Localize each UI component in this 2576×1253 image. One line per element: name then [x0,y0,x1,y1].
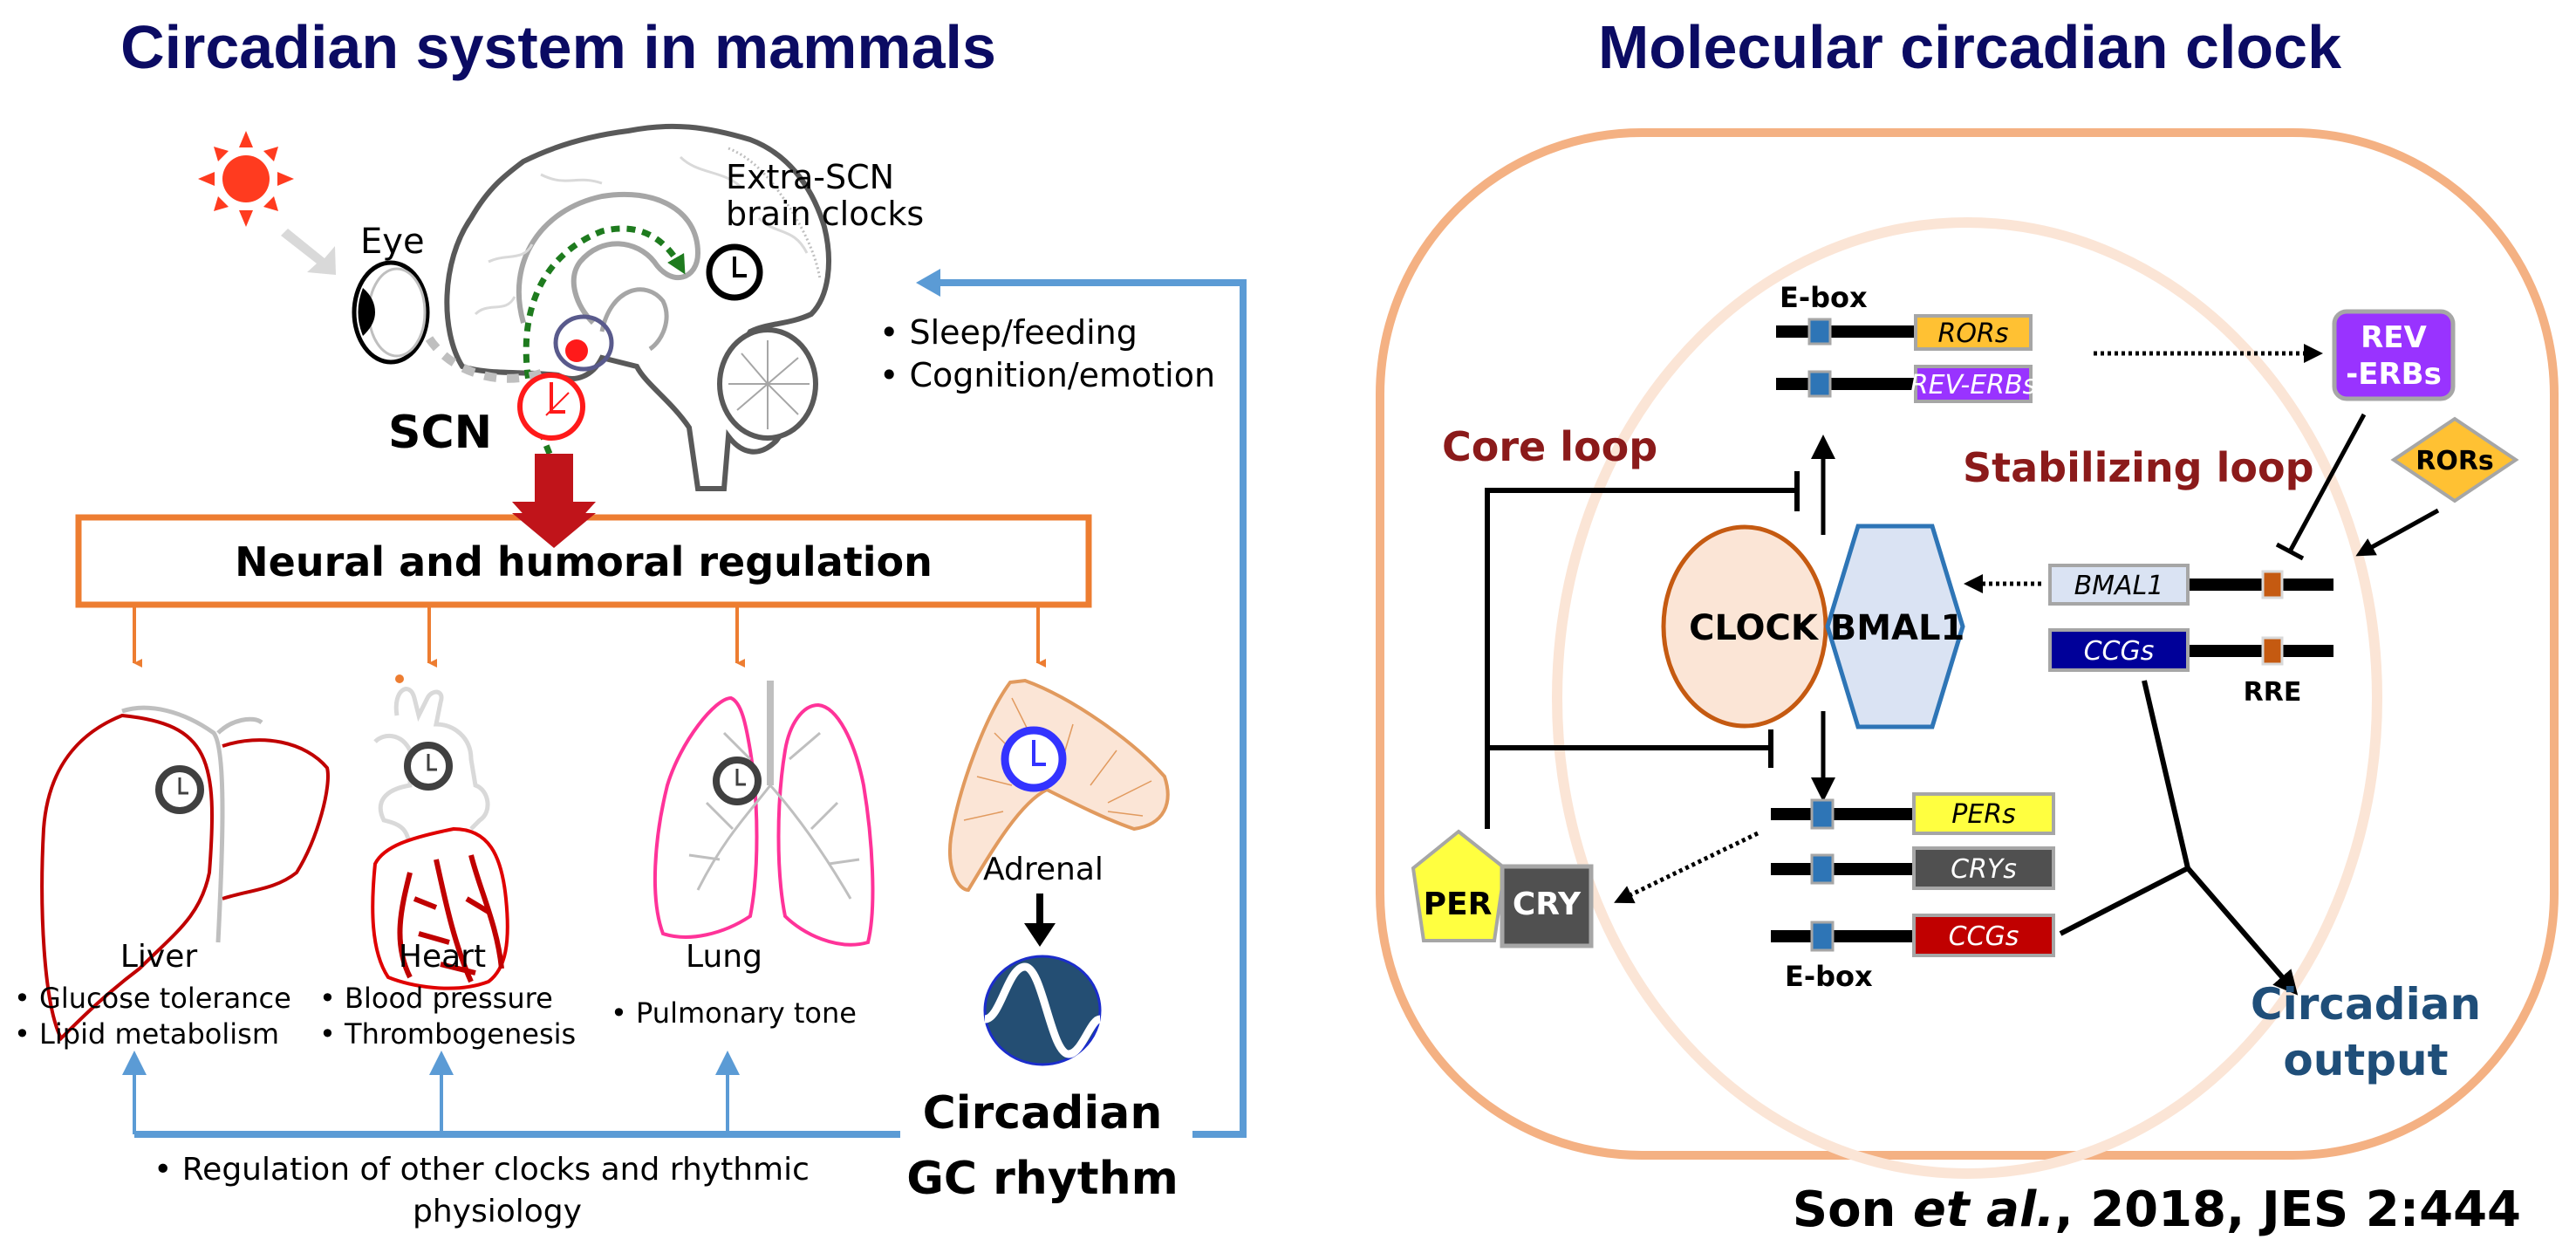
sun-icon [198,131,294,227]
gene-label: BMAL1 [2074,571,2164,601]
adrenal-icon [948,678,1170,893]
output-label-line1: Circadian [2251,979,2481,1030]
gene-pers: PERs [1771,792,2055,835]
per-protein-label: PER [1424,887,1493,922]
cry-protein [1500,864,1594,948]
core-loop-label: Core loop [1442,423,1657,470]
nucleus-membrane [1552,217,2382,1179]
citation-rest: , 2018, JES 2:444 [2054,1181,2521,1238]
feedback-note-line2: physiology [413,1194,582,1229]
heart-clock-icon [404,742,453,791]
feedback-arrows [133,279,1247,1138]
stabilizing-loop-label: Stabilizing loop [1963,444,2314,491]
liver-icon [40,705,330,1042]
cry-protein-label: CRY [1513,887,1582,922]
heart-function-2: • Thrombogenesis [319,1017,576,1051]
lung-clock-icon [713,757,762,805]
gc-rhythm-icon [983,955,1102,1066]
repression-bar [2275,542,2305,561]
feedback-note-line1: • Regulation of other clocks and rhythmi… [154,1152,810,1188]
heart-icon [371,674,509,990]
extra-scn-label-line1: Extra-SCN [726,158,894,196]
regulation-box-label: Neural and humoral regulation [235,538,933,585]
extra-scn-arrow [523,225,686,455]
scn-region-ring [553,314,614,372]
right-panel-title: Molecular circadian clock [1598,13,2341,81]
cell-membrane [1376,128,2559,1160]
gene-label: CCGs [2084,636,2155,667]
rors-protein-label: RORs [2415,446,2494,476]
adrenal-down-arrow [1024,894,1056,947]
eye-icon [352,260,430,365]
rev-erbs-protein-line2: -ERBs [2346,357,2442,392]
left-panel-title: Circadian system in mammals [120,13,996,81]
gene-label: REV-ERBs [1910,370,2037,401]
core-loop-repression [1485,471,1800,829]
rors-activation [2355,508,2440,557]
brain-icon [444,123,831,491]
citation: Son et al., 2018, JES 2:444 [1793,1181,2521,1238]
per-protein [1411,829,1507,942]
brain-output-1: • Sleep/feeding [879,313,1138,352]
gene-label: CRYs [1951,854,2017,885]
gc-rhythm-label-line2: GC rhythm [906,1153,1179,1205]
gene-rors: RORs [1776,314,2033,351]
rors-protein [2390,416,2519,503]
lung-function-1: • Pulmonary tone [611,996,857,1030]
organ-name-heart: Heart [399,939,486,975]
scn-label: SCN [388,407,492,459]
gc-rhythm-label-line1: Circadian [923,1087,1163,1140]
lung-icon [653,681,875,947]
heart-function-1: • Blood pressure [319,982,553,1015]
extra-scn-label-line2: brain clocks [726,195,924,233]
retinal-tract [425,336,550,383]
bmal1-protein [1825,524,1965,729]
ebox-top-label: E-box [1780,281,1868,314]
rev-erbs-protein [2332,309,2456,401]
gene-ccgs-ebox: CCGs [1771,914,2055,957]
gene-rev-erbs: REV-ERBs [1776,365,2037,403]
citation-author: Son [1793,1181,1913,1238]
feedback-arrowheads [122,269,940,1075]
liver-clock-icon [155,765,204,814]
organ-name-lung: Lung [686,939,762,975]
gene-label: RORs [1938,318,2009,349]
output-label-line2: output [2283,1035,2448,1085]
adrenal-clock-icon [1001,726,1067,792]
brain-clock-icon [706,243,763,301]
gene-ccgs-rre: CCGs [2048,628,2333,672]
output-arrows [2059,680,2299,996]
light-arrow-icon [281,229,336,275]
rre-label: RRE [2244,677,2302,708]
scn-clock-icon [517,373,585,441]
gene-label: CCGs [1949,921,2019,952]
rev-erbs-protein-line1: REV [2361,320,2427,355]
rev-erbs-repression [2287,413,2367,553]
regulation-arrows [133,607,1046,668]
gene-crys: CRYs [1771,846,2055,890]
scn-dot [565,339,588,362]
gene-bmal1: BMAL1 [2048,564,2333,606]
brain-output-2: • Cognition/emotion [879,356,1215,394]
organ-name-liver: Liver [120,939,198,975]
eye-label: Eye [360,222,425,262]
gene-label: PERs [1951,799,2016,830]
liver-function-2: • Lipid metabolism [14,1017,279,1051]
bmal1-protein-label: BMAL1 [1830,608,1965,648]
adrenal-label: Adrenal [983,852,1104,887]
clock-protein-label: CLOCK [1689,608,1820,648]
liver-function-1: • Glucose tolerance [14,982,291,1015]
citation-etal: et al. [1913,1181,2055,1238]
feedback-to-brain [933,279,1247,1138]
ebox-bottom-label: E-box [1785,960,1873,993]
